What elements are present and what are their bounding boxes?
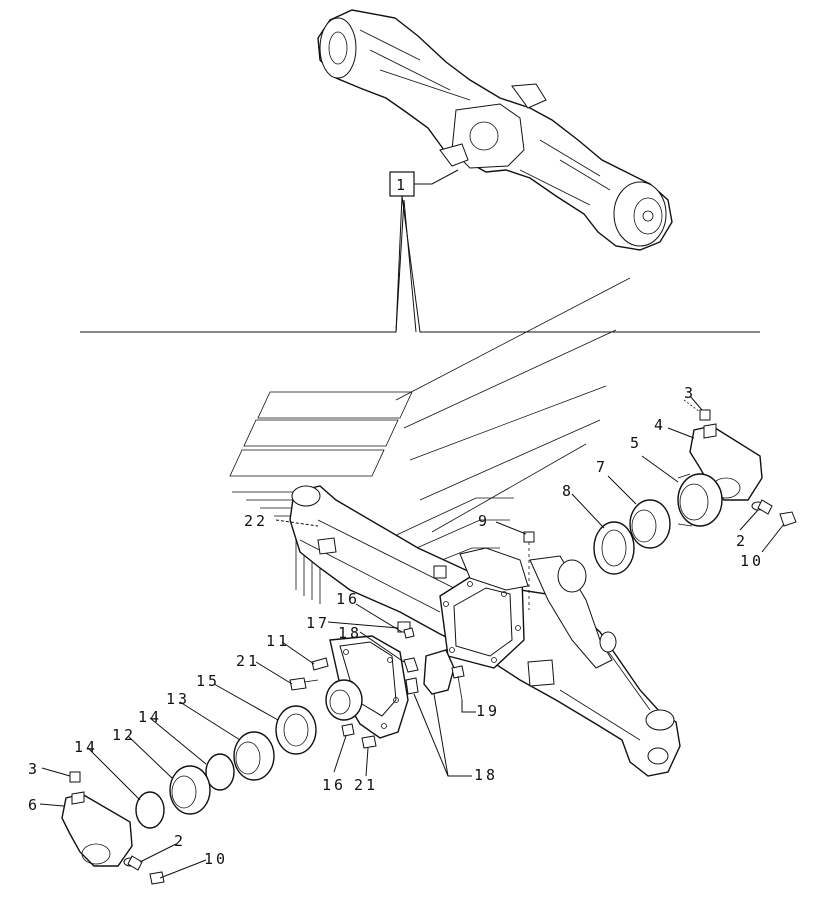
part-5-bushing-right — [677, 473, 723, 527]
callout-label-9: 9 — [478, 512, 490, 530]
callout-label-21-upper: 21 — [236, 652, 260, 670]
part-3-grease-nipple-left — [69, 771, 81, 783]
part-11-pins — [311, 657, 329, 671]
callout-label-10-right: 10 — [740, 552, 764, 570]
part-20-pivot-housing — [325, 635, 409, 739]
callout-label-5: 5 — [630, 434, 642, 452]
part-10-screw-left — [149, 871, 165, 885]
part-16-dowel-upper — [403, 627, 415, 639]
callout-label-21-lower: 21 — [354, 776, 378, 794]
part-9-grease-fitting — [523, 531, 535, 610]
callout-label-7: 7 — [596, 458, 608, 476]
decorative-hatch-panels — [229, 277, 631, 604]
part-21-bolt-upper — [289, 677, 319, 691]
callout-label-4: 4 — [654, 416, 666, 434]
part-2-washer-left — [123, 855, 143, 871]
callout-label-17: 17 — [306, 614, 330, 632]
callout-label-11: 11 — [266, 632, 290, 650]
callout-label-3-left: 3 — [28, 760, 40, 778]
callout-label-16-lower: 16 — [322, 776, 346, 794]
callout-label-10-left: 10 — [204, 850, 228, 868]
part-8-thrust-washer-right — [593, 521, 635, 575]
callout-label-1: 1 — [396, 176, 408, 194]
callout-label-3-right: 3 — [684, 384, 696, 402]
callout-label-18-lower: 18 — [474, 766, 498, 784]
part-21-bolt-lower — [361, 735, 377, 749]
callout-label-14-upper: 14 — [138, 708, 162, 726]
part-10-screw-right — [779, 511, 797, 527]
callout-label-8: 8 — [562, 482, 574, 500]
callout-label-12: 12 — [112, 726, 136, 744]
callout-labels: 22 9 8 7 5 4 3 2 10 16 17 18 11 21 15 13… — [28, 384, 764, 868]
callout-label-19: 19 — [476, 702, 500, 720]
part-15-thrust-washer-left — [275, 705, 317, 755]
callout-label-6: 6 — [28, 796, 40, 814]
part-16-dowel-lower — [341, 723, 355, 737]
callout-1: 1 — [389, 169, 459, 197]
part-12-bushing-left — [169, 765, 211, 815]
leader-lines — [39, 395, 785, 879]
callout-label-14-lower: 14 — [74, 738, 98, 756]
callout-label-2-left: 2 — [174, 832, 186, 850]
part-14-snap-ring-lower — [135, 791, 165, 829]
part-7-bushing-right — [629, 499, 671, 549]
part-3-grease-nipple-right — [683, 399, 711, 421]
callout-label-22: 22 — [244, 512, 268, 530]
callout-label-2-right: 2 — [736, 532, 748, 550]
callout-label-15: 15 — [196, 672, 220, 690]
axle-assembly-overview — [317, 9, 673, 251]
part-6-bearing-cap-left — [61, 791, 133, 867]
callout-label-16-upper: 16 — [336, 590, 360, 608]
axle-beam — [289, 485, 681, 777]
part-14-snap-ring-upper — [205, 753, 235, 791]
part-18-clamp — [403, 649, 455, 695]
callout-label-13: 13 — [166, 690, 190, 708]
part-13-bushing-left — [233, 731, 275, 781]
section-divider — [80, 195, 760, 333]
callout-label-18-upper: 18 — [338, 624, 362, 642]
part-2-washer-right — [751, 499, 773, 515]
part-19-bolt — [451, 665, 465, 701]
